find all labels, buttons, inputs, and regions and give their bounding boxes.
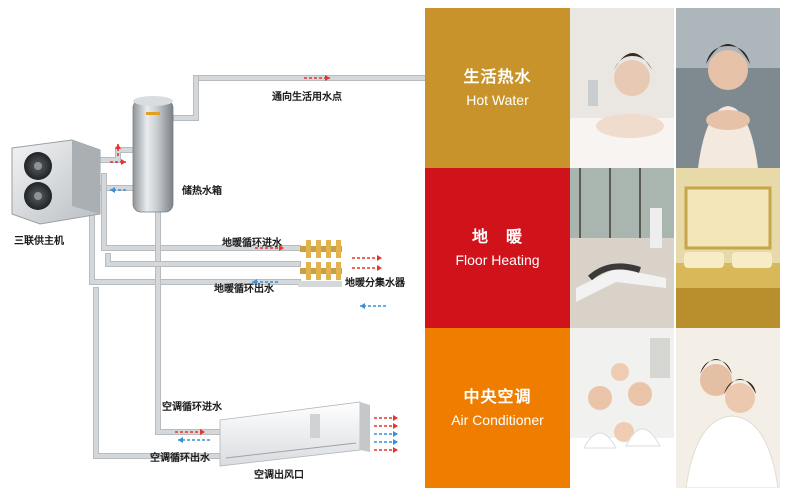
ac-in-label: 空调循环进水	[162, 402, 222, 413]
section-title-cn: 地 暖	[471, 227, 523, 246]
section-air-conditioner: 中央空调 Air Conditioner	[425, 328, 570, 488]
flow-arrow	[360, 303, 386, 309]
section-title-cn: 生活热水	[463, 67, 532, 86]
photo-lounge	[570, 168, 674, 328]
photo-shower	[676, 8, 780, 168]
flow-arrow	[352, 255, 382, 261]
pipe-segment	[94, 288, 224, 458]
flow-arrow	[255, 245, 284, 251]
manifold-label: 地暖分集水器	[345, 278, 405, 289]
water-points-label: 通向生活用水点	[272, 92, 342, 103]
pipes	[89, 75, 428, 459]
floor-heat-out-label: 地暖循环出水	[214, 284, 274, 295]
section-title-en: Floor Heating	[455, 252, 540, 268]
flow-arrow	[175, 429, 205, 435]
photo-couple	[676, 328, 780, 488]
pipe-segment	[102, 174, 300, 250]
pipe-diagram	[11, 75, 428, 467]
section-title-en: Air Conditioner	[451, 412, 544, 428]
flow-arrow	[304, 75, 330, 81]
section-title-en: Hot Water	[466, 92, 529, 108]
flow-arrow	[374, 447, 398, 453]
pipe-segment	[106, 254, 300, 266]
photo-family	[570, 328, 674, 488]
storage-tank-label: 储热水箱	[182, 186, 222, 197]
flow-arrow	[178, 437, 210, 443]
pipe-segment	[155, 197, 223, 435]
section-title-cn: 中央空调	[463, 387, 532, 406]
ac-indoor-unit	[219, 401, 370, 467]
section-hot-water: 生活热水 Hot Water	[425, 8, 570, 168]
flow-arrow	[374, 431, 398, 437]
host-unit	[11, 139, 101, 225]
section-floor-heating: 地 暖 Floor Heating	[425, 168, 570, 328]
flow-arrow	[115, 144, 121, 156]
ac-outlet-label: 空调出风口	[254, 470, 304, 481]
storage-tank	[132, 96, 174, 213]
flow-arrow	[352, 265, 382, 271]
flow-arrow	[374, 423, 398, 429]
pipe-segment	[156, 198, 222, 434]
manifold	[298, 240, 342, 287]
flow-arrow	[374, 415, 398, 421]
floor-heat-in-label: 地暖循环进水	[222, 238, 282, 249]
photo-bedroom	[676, 168, 780, 328]
flow-arrow	[110, 159, 126, 165]
flow-arrow	[110, 187, 126, 193]
flow-arrow	[252, 279, 278, 285]
pipe-segment	[174, 76, 198, 120]
pipe-segment	[98, 148, 135, 162]
flow-arrows	[110, 75, 398, 453]
flow-arrow	[374, 439, 398, 445]
ac-out-label: 空调循环出水	[150, 453, 210, 464]
host-unit-label: 三联供主机	[14, 236, 64, 247]
photo-bath	[570, 8, 674, 168]
pipe-segment	[173, 75, 199, 121]
